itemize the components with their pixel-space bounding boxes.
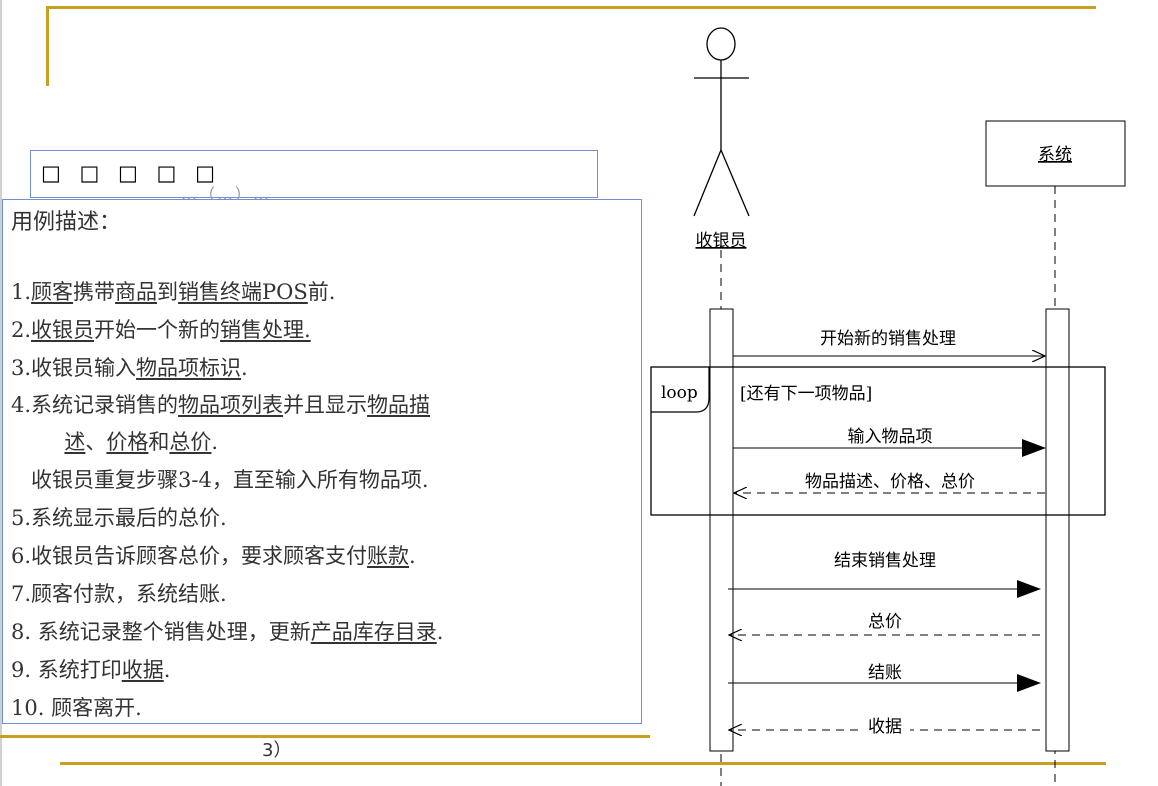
step-line: 1.顾客携带商品到销售终端POS前. [11, 276, 335, 306]
step-line: 9. 系统打印收据. [11, 654, 170, 684]
loop-fragment: loop [还有下一项物品] [650, 366, 1106, 516]
step-line: 2.收银员开始一个新的销售处理. [11, 314, 311, 344]
loop-tag [651, 367, 710, 413]
step-text: 到 [157, 280, 179, 304]
underlined-term: 述 [64, 430, 86, 454]
bottom-divider [60, 762, 1106, 765]
step-text: 携带 [73, 280, 116, 304]
underlined-term: 销售终端POS [178, 280, 308, 304]
underlined-term: 产品库存目录 [310, 620, 437, 644]
step-text: 7.顾客付款，系统结账. [11, 582, 227, 606]
footer-ghost-text: 3） [262, 740, 292, 761]
underlined-term: 物品项标识 [136, 356, 242, 380]
step-line: 5.系统显示最后的总价. [11, 502, 227, 532]
step-text: . [211, 430, 219, 454]
step-text: 4.系统记录销售的 [11, 393, 179, 417]
message-receipt-label: 收据 [868, 717, 902, 737]
actor-right-leg [720, 149, 750, 217]
step-text: . [409, 544, 416, 568]
step-line: 4.系统记录销售的物品项列表并且显示物品描 [11, 389, 430, 419]
step-text: . [436, 620, 444, 644]
step-line: 7.顾客付款，系统结账. [11, 578, 227, 608]
step-line: 6.收银员告诉顾客总价，要求顾客支付账款. [11, 540, 416, 570]
step-text: 、 [85, 430, 107, 454]
step-text: . [241, 356, 248, 380]
step-text: 8. 系统记录整个销售处理，更新 [11, 620, 311, 644]
step-text: 10. 顾客离开. [11, 696, 142, 720]
step-text: 9. 系统打印 [11, 658, 122, 682]
title-glyphs: □ □ □ □ □ [41, 161, 221, 185]
actor-left-leg [693, 149, 722, 217]
step-line: 述、价格和总价. [11, 426, 218, 456]
step-text: 并且显示 [283, 393, 368, 417]
underlined-term: 物品描 [367, 393, 431, 417]
actor-head [706, 27, 736, 61]
loop-frame [650, 366, 1106, 516]
underlined-term: 收据 [121, 658, 164, 682]
left-edge [0, 0, 2, 786]
step-line: 10. 顾客离开. [11, 692, 142, 722]
step-line: 收银员重复步骤3-4，直至输入所有物品项. [11, 464, 429, 494]
use-case-description: 用例描述： 1.顾客携带商品到销售终端POS前. 2.收银员开始一个新的销售处理.… [2, 199, 642, 724]
loop-guard: [还有下一项物品] [740, 384, 872, 404]
step-line: 3.收银员输入物品项标识. [11, 352, 248, 382]
step-text: 6.收银员告诉顾客总价，要求顾客支付 [11, 544, 368, 568]
actor-label: 收银员 [696, 231, 747, 251]
message-end-sale-label: 结束销售处理 [834, 551, 936, 571]
message-checkout-label: 结账 [868, 663, 902, 683]
message-description-label: 物品描述、价格、总价 [805, 472, 975, 492]
system-label: 系统 [1038, 145, 1072, 165]
underlined-term: 价格 [106, 430, 149, 454]
step-text: 收银员重复步骤3-4，直至输入所有物品项. [11, 468, 429, 492]
underlined-term: 顾客 [31, 280, 74, 304]
step-line: 8. 系统记录整个销售处理，更新产品库存目录. [11, 616, 443, 646]
left-divider [46, 6, 49, 86]
system-box [985, 120, 1126, 187]
underlined-term: 收银员 [31, 318, 95, 342]
actor-figure [693, 27, 750, 217]
underlined-term: 物品项列表 [178, 393, 284, 417]
step-text: 2. [11, 318, 32, 342]
step-text: 和 [148, 430, 170, 454]
step-text: 5.系统显示最后的总价. [11, 506, 227, 530]
message-enter-item-label: 输入物品项 [848, 427, 933, 447]
actor-activation [709, 308, 734, 752]
mid-divider [0, 735, 650, 738]
description-heading: 用例描述： [11, 210, 122, 235]
top-divider [48, 6, 1096, 9]
underlined-term: 商品 [115, 280, 158, 304]
message-total-label: 总价 [868, 612, 902, 632]
loop-operator: loop [661, 383, 698, 403]
message-start-label: 开始新的销售处理 [820, 329, 956, 349]
underlined-term: 销售处理. [220, 318, 311, 342]
step-text: 1. [11, 280, 32, 304]
system-activation [1045, 308, 1070, 752]
underlined-term: 账款 [367, 544, 410, 568]
step-text: 开始一个新的 [94, 318, 221, 342]
step-text: 前. [307, 280, 336, 304]
step-text: 3.收银员输入 [11, 356, 137, 380]
underlined-term: 总价 [169, 430, 212, 454]
step-text: . [163, 658, 171, 682]
